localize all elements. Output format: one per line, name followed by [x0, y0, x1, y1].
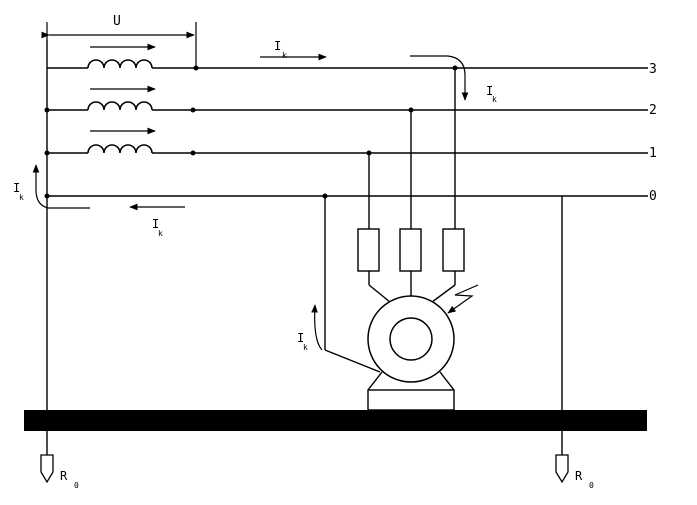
ground-resistor-right: R 0 — [555, 454, 594, 490]
current-label: I — [152, 217, 159, 231]
ground-resistor-label: R — [60, 469, 68, 483]
line-label-2: 2 — [649, 103, 657, 118]
current-subscript: k — [158, 229, 163, 238]
fault-current-arrow-down: I k — [410, 55, 497, 104]
winding-phase-1 — [47, 127, 193, 154]
ground-resistor-subscript: 0 — [589, 481, 594, 490]
fault-current-arrow-pe: I k — [297, 304, 323, 352]
protective-earth-conductor — [324, 196, 381, 373]
line-label-1: 1 — [649, 146, 657, 161]
fault-current-arrow-line3: I k — [260, 39, 327, 61]
current-label: I — [274, 39, 281, 53]
line-label-0: 0 — [649, 189, 657, 204]
fault-current-arrow-neutral: I k — [129, 203, 185, 238]
motor-leads — [368, 271, 456, 303]
current-label: I — [486, 84, 493, 98]
current-subscript: k — [282, 51, 287, 60]
earth-bar — [24, 410, 647, 431]
current-subscript: k — [19, 193, 24, 202]
fault-current-arrow-source: I k — [13, 164, 90, 209]
ground-resistor-subscript: 0 — [74, 481, 79, 490]
current-label: I — [297, 331, 304, 345]
winding-phase-2 — [47, 85, 193, 111]
voltage-dimension: U — [41, 14, 197, 68]
current-subscript: k — [492, 95, 497, 104]
fault-lightning-icon — [447, 284, 479, 314]
motor-winding-2 — [399, 228, 422, 272]
ground-resistor-left: R 0 — [40, 454, 79, 490]
line-label-3: 3 — [649, 62, 657, 77]
current-label: I — [13, 181, 20, 195]
motor — [367, 295, 455, 411]
motor-winding-3 — [442, 228, 465, 272]
voltage-label: U — [113, 14, 121, 29]
ground-resistor-label: R — [575, 469, 583, 483]
motor-winding-1 — [357, 228, 380, 272]
current-subscript: k — [303, 343, 308, 352]
winding-phase-3 — [47, 43, 196, 69]
junction-dots — [44, 65, 458, 199]
